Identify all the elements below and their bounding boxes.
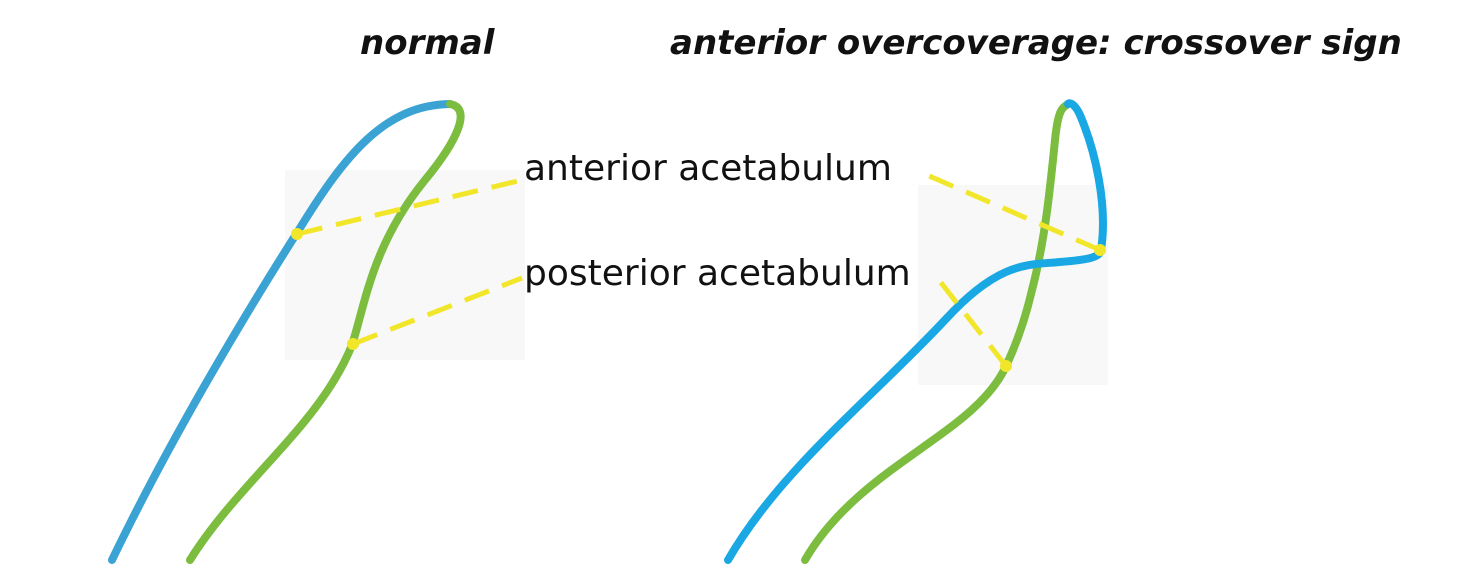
crossover-posterior-pointer — [933, 273, 1008, 368]
crossover-anterior-point — [1094, 244, 1106, 256]
normal-posterior-pointer — [352, 275, 523, 347]
crossover-anterior-rim-line — [724, 99, 1107, 564]
title-normal: normal — [360, 23, 496, 63]
normal-anterior-point — [291, 228, 303, 240]
label-anterior-acetabulum: anterior acetabulum — [524, 148, 892, 189]
normal-posterior-rim-line — [186, 100, 465, 564]
crossover-panel — [724, 99, 1107, 564]
crossover-anterior-pointer — [919, 169, 1101, 253]
normal-posterior-point — [347, 338, 359, 350]
label-posterior-acetabulum: posterior acetabulum — [524, 253, 911, 294]
normal-anterior-rim-line — [108, 100, 454, 564]
crossover-posterior-rim-line — [801, 100, 1072, 564]
crossover-posterior-point — [1000, 360, 1012, 372]
normal-panel — [108, 100, 523, 564]
title-crossover-sign: anterior overcoverage: crossover sign — [670, 23, 1402, 63]
